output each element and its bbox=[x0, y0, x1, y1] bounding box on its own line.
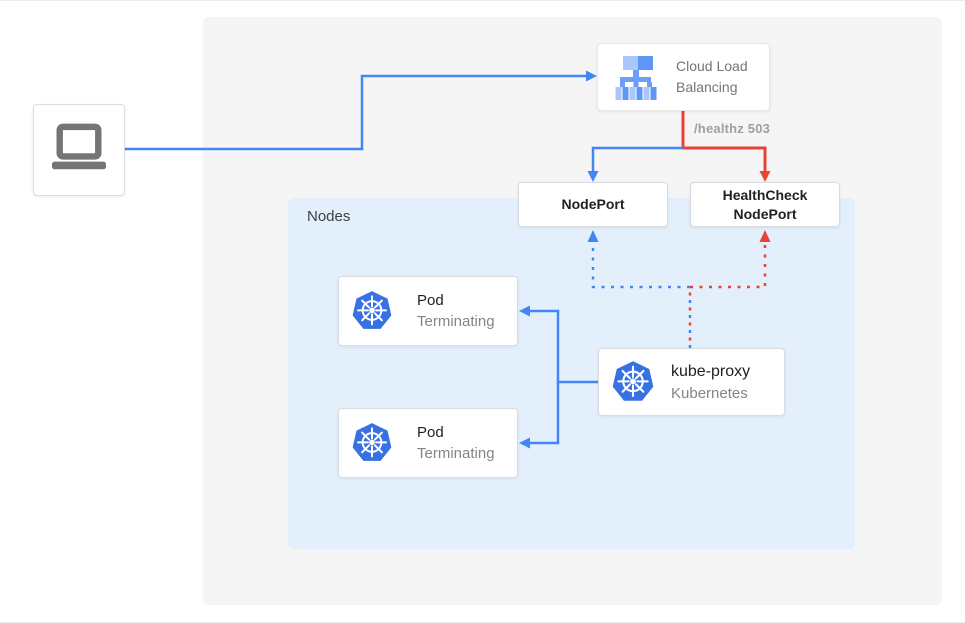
load-balancer-icon bbox=[615, 56, 657, 100]
nodes-group-label: Nodes bbox=[307, 208, 351, 225]
nodeport-node: NodePort bbox=[518, 182, 668, 227]
kube-proxy-label: kube-proxy Kubernetes bbox=[671, 362, 751, 402]
nodeport-label: NodePort bbox=[561, 196, 625, 212]
kubernetes-icon bbox=[612, 361, 654, 401]
kubernetes-icon bbox=[352, 291, 392, 329]
pod-node: Pod Terminating bbox=[338, 276, 518, 346]
healthz-503-label: /healthz 503 bbox=[694, 121, 771, 136]
pod-node: Pod Terminating bbox=[338, 408, 518, 478]
client-node bbox=[33, 104, 125, 196]
healthcheck-nodeport-node: HealthCheck NodePort bbox=[690, 182, 840, 227]
laptop-icon bbox=[52, 123, 106, 170]
kubernetes-icon bbox=[352, 423, 392, 461]
cloud-load-balancing-node: Cloud Load Balancing bbox=[597, 43, 770, 111]
kube-proxy-node: kube-proxy Kubernetes bbox=[598, 348, 785, 416]
pod-label: Pod Terminating bbox=[417, 424, 495, 462]
pod-label: Pod Terminating bbox=[417, 292, 495, 330]
cloud-load-balancing-label: Cloud Load Balancing bbox=[676, 58, 748, 95]
